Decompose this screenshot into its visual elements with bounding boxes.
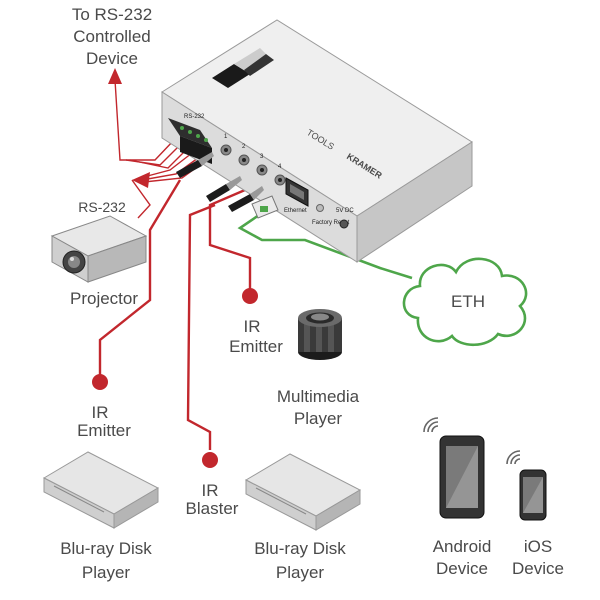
ir-emitter-mid-icon (242, 288, 258, 304)
ethernet-cloud: ETH (402, 257, 528, 347)
ir-blaster-label-2: Blaster (186, 499, 239, 518)
ir-port-4-label: 4 (278, 164, 282, 170)
android-label-1: Android (433, 537, 492, 556)
kramer-device: KRAMER TOOLS RS-232 1 2 3 4 Ether (161, 19, 473, 263)
rs232-control-wires (114, 79, 187, 169)
ir-plugs (176, 152, 264, 212)
rs232-label: RS-232 (78, 199, 126, 215)
ir-emitter-left-label-1: IR (92, 403, 109, 422)
rs232-target-label-1: To RS-232 (72, 5, 152, 24)
projector-label: Projector (70, 289, 138, 308)
android-label-2: Device (436, 559, 488, 578)
multimedia-player-icon (298, 309, 342, 360)
rs232-left-arrow (132, 172, 150, 188)
ir-port-2-label: 2 (242, 144, 246, 150)
factory-reset-button: Factory Reset (312, 204, 350, 226)
bluray-left-icon (42, 451, 160, 529)
eth-label: ETH (451, 292, 485, 311)
ir-emitter-left-icon (92, 374, 108, 390)
ethernet-plug (251, 195, 279, 219)
bluray-right-icon (244, 453, 362, 531)
ios-device-icon (519, 469, 547, 521)
ir-blaster-label-1: IR (202, 481, 219, 500)
android-device-icon (439, 435, 485, 519)
rs232-target-label-2: Controlled (73, 27, 151, 46)
ir-emitter-mid-label-1: IR (244, 317, 261, 336)
bluray-right-label-2: Player (276, 563, 325, 582)
power-port-label: 5V DC (336, 208, 354, 214)
ir-blaster-icon (202, 452, 218, 468)
ir-port-1-label: 1 (224, 134, 228, 140)
multimedia-label-1: Multimedia (277, 387, 360, 406)
ethernet-port-label: Ethernet (284, 208, 307, 214)
ir-port-3-label: 3 (260, 154, 264, 160)
bluray-right-label-1: Blu-ray Disk (254, 539, 346, 558)
ios-label-1: iOS (524, 537, 552, 556)
ethernet-port: Ethernet (284, 177, 309, 214)
factory-reset-label: Factory Reset (312, 220, 350, 226)
projector-icon (50, 215, 148, 283)
rs232-up-arrow (108, 68, 122, 84)
ios-label-2: Device (512, 559, 564, 578)
android-wifi-icon (423, 417, 439, 433)
ethernet-cable (237, 211, 413, 280)
power-jack: 5V DC (336, 208, 354, 229)
rs232-port-label: RS-232 (184, 114, 205, 120)
bluray-left-label-2: Player (82, 563, 131, 582)
ir-cables (98, 179, 252, 450)
ir-jacks: 1 2 3 4 (220, 134, 286, 186)
kramer-logo-icon (212, 48, 274, 88)
bluray-left-label-1: Blu-ray Disk (60, 539, 152, 558)
ios-wifi-icon (506, 450, 521, 465)
ir-emitter-left-label-2: Emitter (77, 421, 131, 440)
ir-emitter-mid-label-2: Emitter (229, 337, 283, 356)
multimedia-label-2: Player (294, 409, 343, 428)
rs232-target-label-3: Device (86, 49, 138, 68)
rs232-projector-line (131, 179, 151, 219)
